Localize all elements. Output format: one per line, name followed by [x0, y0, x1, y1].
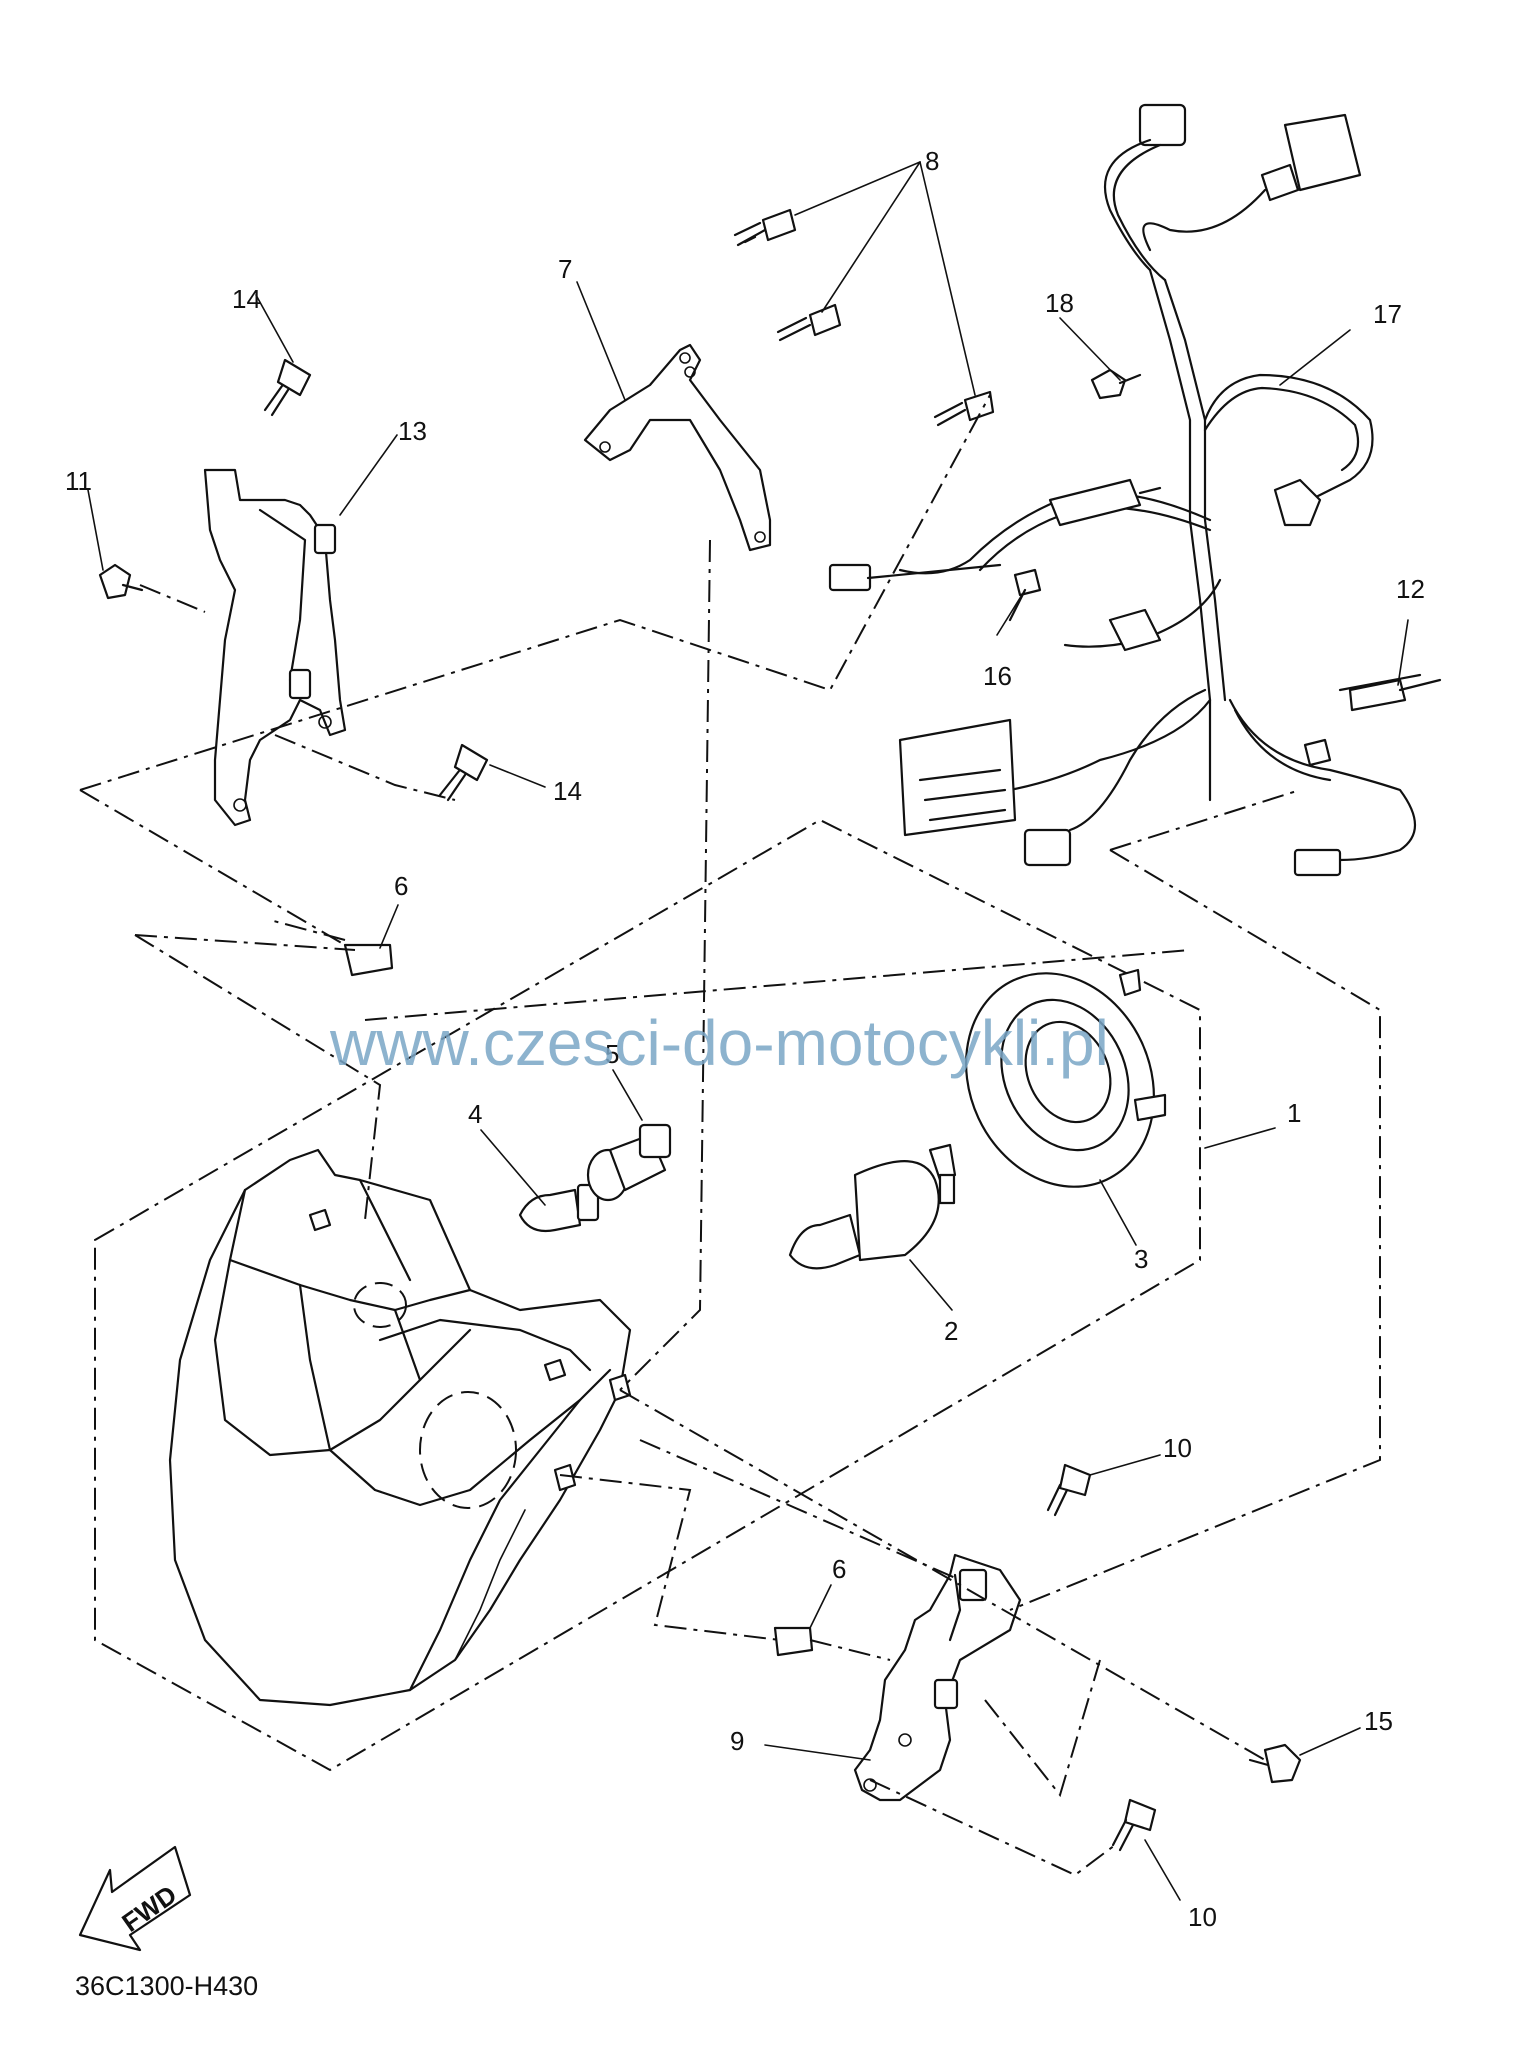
callout-10-lower: 10	[1188, 1902, 1217, 1932]
bracket-13	[203, 468, 347, 827]
callout-14-lower: 14	[553, 776, 582, 806]
bulb-cover-3	[965, 968, 1167, 1188]
screw-14-lower	[438, 743, 489, 802]
callout-1: 1	[1287, 1098, 1301, 1128]
callout-17: 17	[1373, 299, 1402, 329]
nut-6-upper	[343, 943, 394, 977]
callout-4: 4	[468, 1099, 482, 1129]
bolt-15	[1248, 1743, 1302, 1784]
bolt-18	[1090, 368, 1142, 400]
screw-10-lower	[1111, 1798, 1157, 1852]
callout-11: 11	[65, 466, 92, 496]
callout-12: 12	[1396, 574, 1425, 604]
callout-18: 18	[1045, 288, 1074, 318]
callout-10-upper: 10	[1163, 1433, 1192, 1463]
callout-16: 16	[983, 661, 1012, 691]
callout-9: 9	[730, 1726, 744, 1756]
wire-harness-17	[828, 103, 1442, 877]
forward-arrow-icon: FWD	[78, 1845, 192, 1952]
callout-13: 13	[398, 416, 427, 446]
headlight-bulb-2	[788, 1143, 957, 1270]
screw-8-upper	[733, 208, 797, 247]
headlight-housing	[168, 1148, 632, 1707]
position-bulb-4	[518, 1183, 600, 1233]
callout-6-upper: 6	[394, 871, 408, 901]
drawing-code: 36C1300-H430	[75, 1971, 258, 2001]
watermark: www.czesci-do-motocykli.pl	[329, 1007, 1109, 1079]
leader-lines	[87, 161, 1409, 1901]
callout-15: 15	[1364, 1706, 1393, 1736]
callout-3: 3	[1134, 1244, 1148, 1274]
bracket-7	[583, 343, 772, 552]
clamp-12	[1338, 673, 1422, 692]
callout-5: 5	[605, 1039, 619, 1069]
callout-8: 8	[925, 146, 939, 176]
screw-8-middle	[776, 303, 842, 342]
assembly-outline-1	[94, 818, 1201, 1772]
clip-16	[1008, 568, 1042, 622]
callout-6-lower: 6	[832, 1554, 846, 1584]
assembly-lines	[79, 394, 1381, 1877]
bulb-socket-5	[586, 1123, 672, 1202]
callout-7: 7	[558, 254, 572, 284]
bracket-9	[853, 1553, 1022, 1802]
screw-10-upper	[1046, 1463, 1092, 1517]
bolt-11	[98, 563, 144, 600]
nut-6-lower	[773, 1626, 814, 1657]
screw-8-lower	[933, 390, 995, 427]
screw-14-upper	[263, 358, 312, 417]
callout-14-upper: 14	[232, 284, 261, 314]
callout-2: 2	[944, 1316, 958, 1346]
